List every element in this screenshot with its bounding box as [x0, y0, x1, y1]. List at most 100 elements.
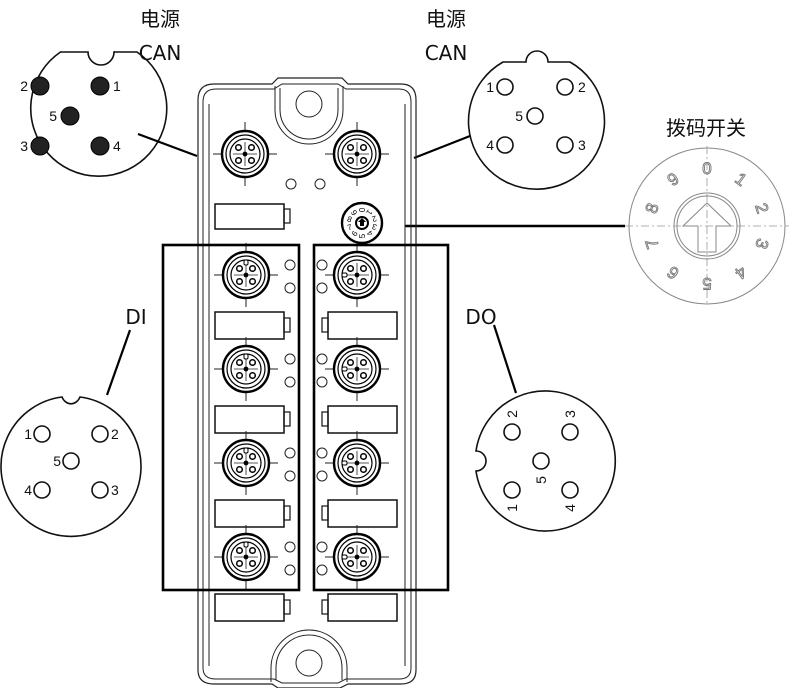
pin-5 [62, 452, 80, 470]
connector-pin [359, 277, 368, 286]
svg-text:3: 3 [578, 137, 586, 153]
connector-pin [346, 465, 355, 474]
do-port[interactable] [325, 431, 389, 495]
do-label-plate [327, 405, 398, 434]
do-group-box [312, 243, 450, 592]
connector-pin [243, 272, 249, 278]
di-port[interactable] [214, 243, 278, 307]
dial-digit: 8 [642, 201, 663, 216]
svg-text:4: 4 [113, 138, 121, 154]
connector-pin [346, 143, 355, 152]
label-right-can: CAN [425, 41, 468, 65]
pin-1 [33, 425, 51, 443]
connector-pin [346, 156, 355, 165]
do-led [316, 541, 328, 553]
dial-digit: 9 [664, 169, 683, 190]
pin-5 [532, 452, 550, 470]
do-port[interactable] [325, 243, 389, 307]
svg-text:5: 5 [49, 108, 57, 124]
di-led [284, 259, 296, 271]
connector-pin [234, 143, 243, 152]
connector-pin [235, 277, 244, 286]
svg-text:2: 2 [578, 79, 586, 95]
label-left-can: CAN [139, 41, 182, 65]
do-led [316, 282, 328, 294]
di-label-plate [214, 311, 285, 340]
di-port[interactable] [214, 431, 278, 495]
connector-pin [359, 559, 368, 568]
label-left-power: 电源 [140, 7, 180, 31]
di-led [284, 447, 296, 459]
pin-5 [526, 107, 544, 125]
leader-line-can-right [413, 134, 471, 160]
dial-digit: 4 [731, 262, 750, 283]
connector-pin [354, 366, 360, 372]
do-port[interactable] [325, 337, 389, 401]
mounting-hole-top [295, 90, 323, 118]
connector-pin [248, 465, 257, 474]
dial-digit: 5 [702, 274, 711, 293]
connector-pin [243, 460, 249, 466]
pin-3 [561, 423, 579, 441]
di-port[interactable] [214, 525, 278, 589]
do-label-plate [327, 593, 398, 622]
do-led [316, 447, 328, 459]
connector-pin [248, 358, 257, 367]
di-label-plate [214, 405, 285, 434]
dial-digit: 2 [751, 201, 772, 216]
connector-pin [354, 151, 360, 157]
connector-pin [359, 452, 368, 461]
svg-text:4: 4 [562, 504, 578, 512]
connector-pin [247, 143, 256, 152]
can-left-connector-detail: 2 1 5 3 4 [20, 51, 168, 177]
pin-4 [561, 481, 579, 499]
svg-text:4: 4 [486, 137, 494, 153]
connector-pin [346, 546, 355, 555]
svg-text:1: 1 [24, 426, 32, 442]
connector-pin [359, 358, 368, 367]
connector-pin [346, 559, 355, 568]
connector-pin [354, 554, 360, 560]
do-port[interactable] [325, 525, 389, 589]
connector-pin [235, 371, 244, 380]
can-in-port[interactable] [213, 122, 277, 186]
di-led [284, 564, 296, 576]
pin-2 [91, 425, 109, 443]
mounting-hole-bottom [295, 649, 323, 677]
connector-pin [248, 371, 257, 380]
connector-pin [359, 465, 368, 474]
connector-pin [243, 366, 249, 372]
leader-line-can-left [137, 132, 198, 158]
svg-text:5: 5 [533, 476, 549, 484]
svg-text:3: 3 [562, 410, 578, 418]
can-out-port[interactable] [325, 122, 389, 186]
di-led [284, 353, 296, 365]
di-led [284, 470, 296, 482]
svg-text:1: 1 [113, 78, 121, 94]
connector-pin [234, 156, 243, 165]
connector-pin [235, 358, 244, 367]
label-dip-switch: 拨码开关 [666, 116, 746, 140]
connector-pin [248, 546, 257, 555]
svg-text:5: 5 [515, 108, 523, 124]
di-port[interactable] [214, 337, 278, 401]
connector-pin [235, 465, 244, 474]
pin-2 [503, 423, 521, 441]
label-plate [214, 203, 291, 230]
svg-text:3: 3 [20, 138, 28, 154]
do-label-plate [327, 499, 398, 528]
do-led [316, 259, 328, 271]
connector-pin [359, 143, 368, 152]
di-connector-detail: 1 2 5 4 3 [0, 396, 142, 538]
leader-line-di [105, 329, 132, 396]
svg-text:2: 2 [111, 426, 119, 442]
dial-digit: 1 [731, 169, 750, 190]
svg-text:5: 5 [53, 453, 61, 469]
dip-digit: 6 [350, 229, 360, 238]
svg-text:1: 1 [486, 79, 494, 95]
dip-digit: 5 [358, 233, 367, 238]
connector-pin [235, 452, 244, 461]
pin-1 [496, 78, 514, 96]
